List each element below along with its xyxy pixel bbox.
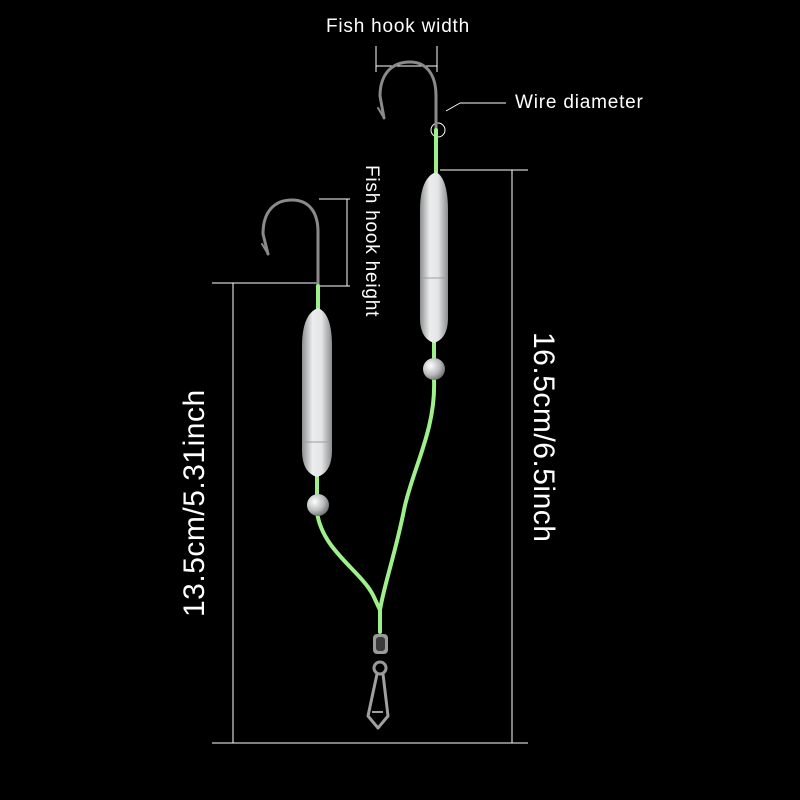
short-length-label: 13.5cm/5.31inch [178,389,211,617]
left-hook [261,198,320,302]
dimension-lines [212,46,528,744]
hook-height-label: Fish hook height [361,165,382,318]
left-float [302,308,332,477]
swivel [366,634,390,730]
wire-diameter-label: Wire diameter [515,92,644,113]
right-float [420,172,448,343]
right-hook [377,60,438,172]
long-length-label: 16.5cm/6.5inch [527,332,560,543]
hook-width-label: Fish hook width [326,16,471,37]
wire-diameter-leader [445,102,461,112]
left-bead [307,494,329,516]
right-bead [423,358,445,380]
